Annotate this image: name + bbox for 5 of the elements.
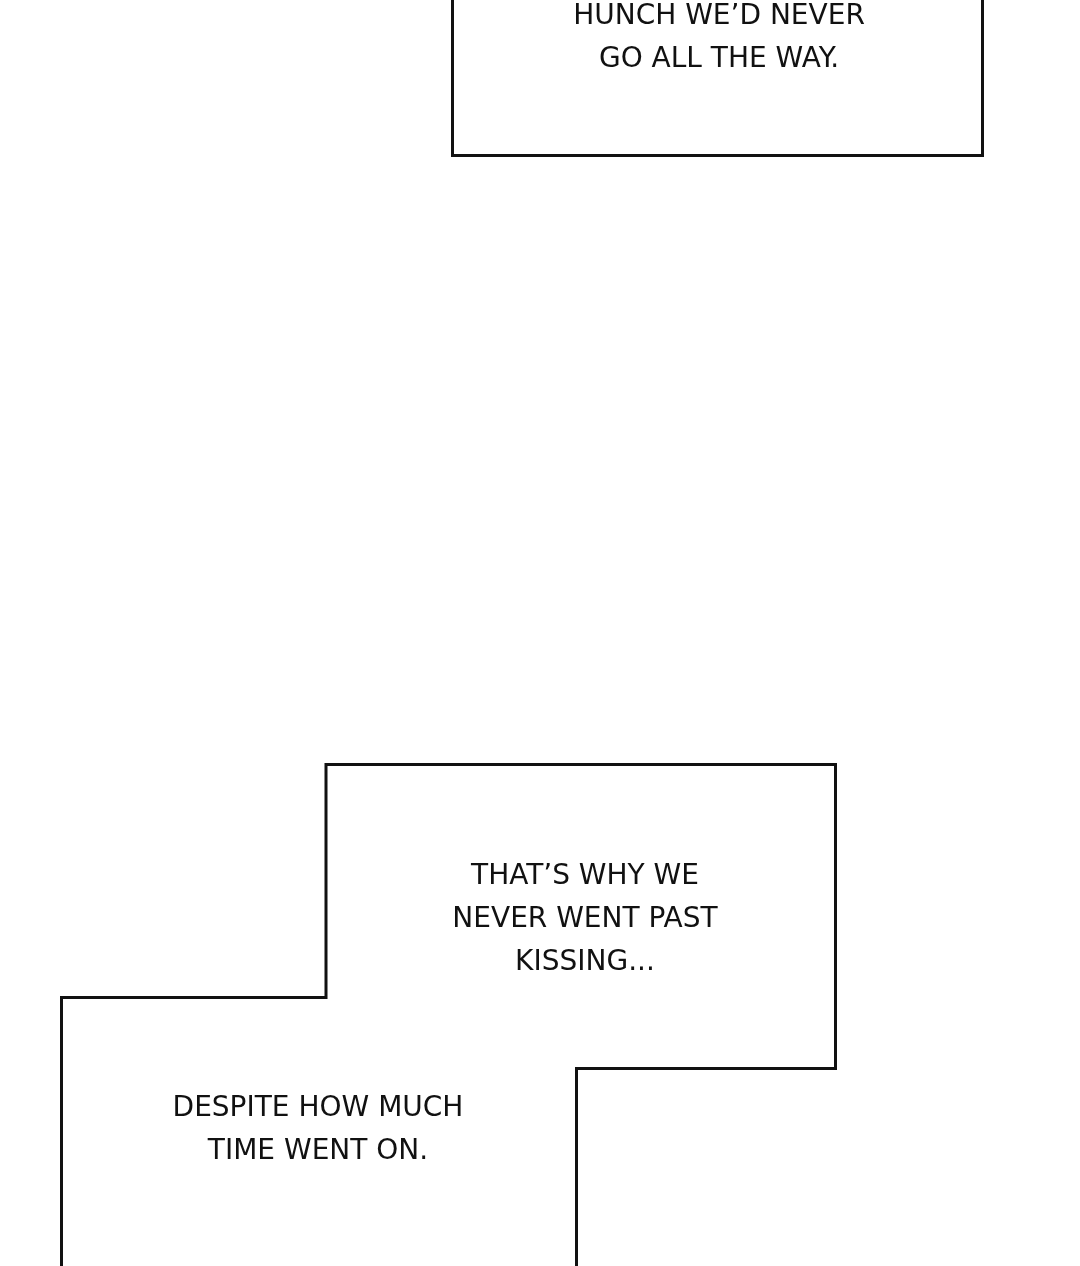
caption-box: [451, 0, 984, 157]
caption-text: THAT’S WHY WE NEVER WENT PAST KISSING...: [451, 857, 719, 979]
caption-box: [60, 763, 837, 1266]
caption-text: HUNCH WE’D NEVER GO ALL THE WAY.: [572, 0, 866, 76]
caption-text: DESPITE HOW MUCH TIME WENT ON.: [171, 1089, 465, 1168]
